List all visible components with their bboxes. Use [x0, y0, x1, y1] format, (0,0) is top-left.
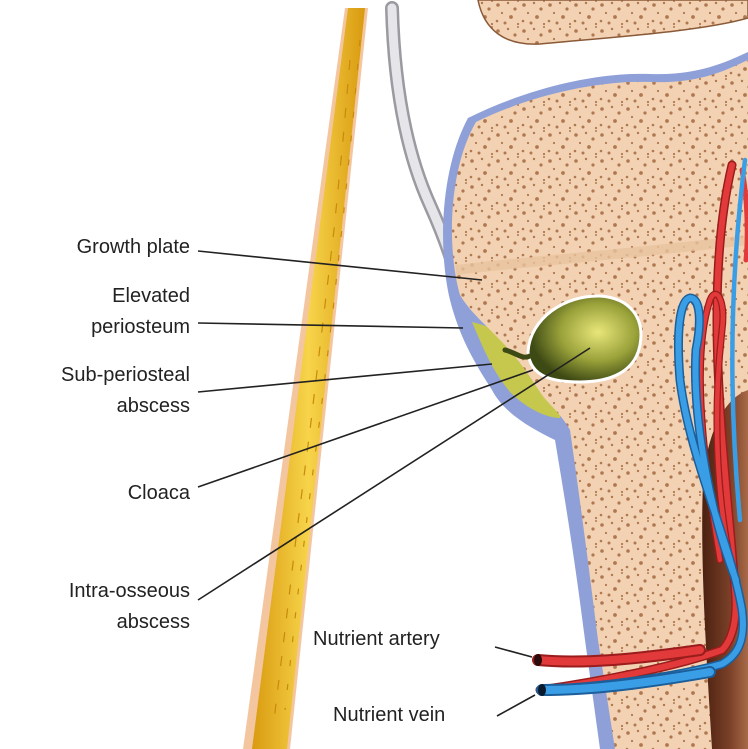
label-intra-osseous-abscess: Intra-osseous abscess: [69, 576, 190, 638]
label-growth-plate-text: Growth plate: [77, 232, 190, 263]
label-nutrient-artery-text: Nutrient artery: [313, 624, 440, 655]
label-elevated-periosteum-line2: periosteum: [91, 312, 190, 343]
label-cloaca-text: Cloaca: [128, 478, 190, 509]
label-cloaca: Cloaca: [128, 478, 190, 509]
label-nutrient-vein-text: Nutrient vein: [333, 700, 445, 731]
label-growth-plate: Growth plate: [77, 232, 190, 263]
label-intra-osseous-abscess-line1: Intra-osseous: [69, 576, 190, 607]
label-intra-osseous-abscess-line2: abscess: [69, 607, 190, 638]
leader-nutrient-artery: [495, 647, 532, 657]
leader-sub-periosteal-abscess: [198, 364, 492, 392]
label-nutrient-artery: Nutrient artery: [313, 624, 440, 655]
label-elevated-periosteum: Elevated periosteum: [91, 281, 190, 343]
adjacent-bone: [478, 0, 748, 44]
label-sub-periosteal-abscess-line2: abscess: [61, 391, 190, 422]
leader-nutrient-vein: [497, 695, 535, 716]
label-nutrient-vein: Nutrient vein: [333, 700, 445, 731]
label-elevated-periosteum-line1: Elevated: [91, 281, 190, 312]
label-sub-periosteal-abscess: Sub-periosteal abscess: [61, 360, 190, 422]
label-sub-periosteal-abscess-line1: Sub-periosteal: [61, 360, 190, 391]
